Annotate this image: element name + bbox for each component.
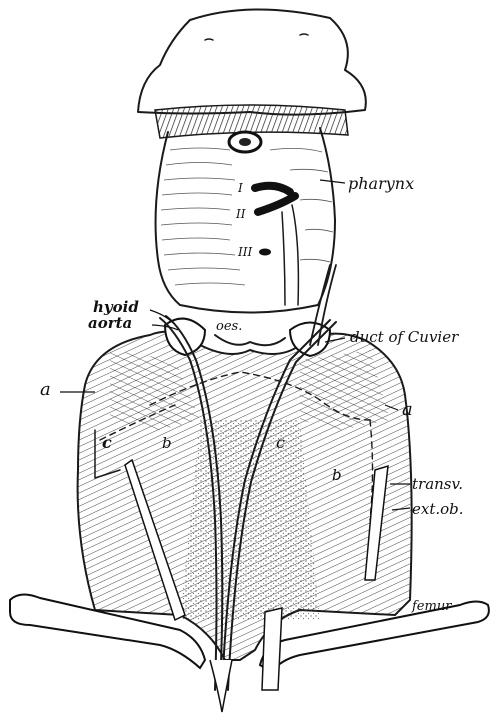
- gill-slit-1: [255, 186, 290, 192]
- label-pharynx: pharynx: [348, 174, 414, 193]
- label-femur: femur: [411, 599, 452, 614]
- label-b-right: b: [332, 466, 342, 484]
- gill-slit-2: [258, 196, 295, 212]
- gill-slit-3-label: III: [237, 245, 252, 259]
- gill-slit-1-label: I: [237, 181, 243, 195]
- label-oes: oes.: [216, 319, 242, 334]
- oesophagus: [215, 335, 285, 345]
- snout: [138, 9, 366, 114]
- label-duct-of-cuvier: duct of Cuvier: [350, 328, 459, 346]
- mouth-band: [155, 105, 348, 152]
- label-a-left: a: [40, 379, 51, 400]
- label-a-right: a: [402, 399, 413, 420]
- label-aorta: aorta: [88, 314, 132, 332]
- gill-slit-2-label: II: [235, 207, 246, 221]
- label-ext-ob: ext.ob.: [412, 500, 464, 518]
- label-c-left: c: [102, 433, 112, 452]
- body-musculature: [78, 332, 412, 660]
- label-b-left: b: [162, 434, 172, 452]
- label-transv: transv.: [412, 475, 463, 493]
- pharynx: I II III: [156, 128, 335, 313]
- label-c-center: c: [276, 433, 285, 452]
- gill-slit-3: [259, 249, 271, 256]
